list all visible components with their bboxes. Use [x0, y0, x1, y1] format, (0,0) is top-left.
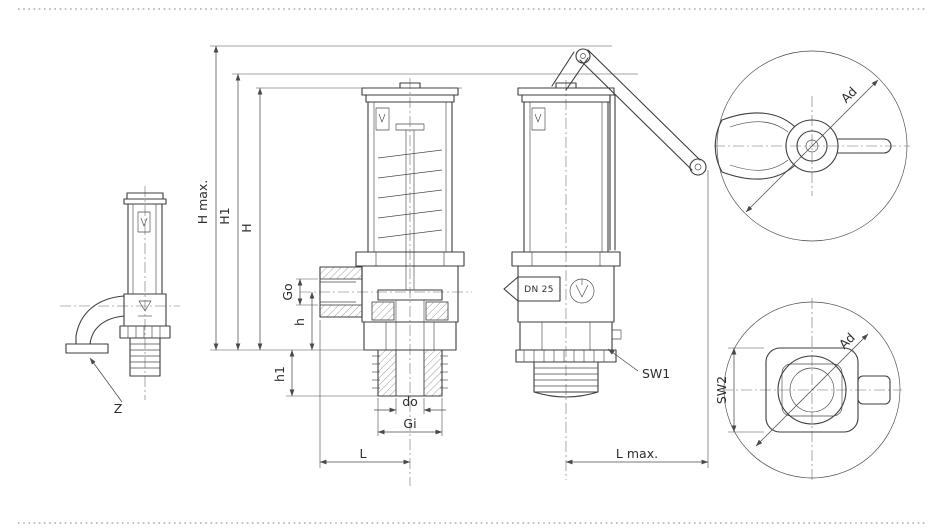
dim-H: H: [239, 87, 263, 351]
spring-plate: [395, 123, 425, 131]
outlet-wall-bottom: [319, 304, 363, 318]
thread-end: [533, 391, 599, 398]
lever-pivot: [575, 48, 591, 64]
dim-label-gi: Gi: [403, 416, 416, 431]
dim-label-z: Z: [114, 401, 123, 416]
seat-section-right: [425, 301, 449, 321]
thread-wall-left: [377, 349, 397, 397]
lever-view: DN 25 SW1 L max.: [503, 48, 709, 480]
seat-section-left: [371, 301, 395, 321]
dim-label-ad-bottom: Ad: [836, 330, 858, 352]
elbow-flange: [65, 343, 109, 354]
dim-label-do: do: [402, 394, 418, 409]
dim-label-sw1: SW1: [642, 366, 670, 381]
dim-label-sw2: SW2: [714, 376, 729, 404]
dim-h1: h1: [272, 349, 295, 397]
dim-z: Z: [89, 357, 123, 416]
flow-direction-marker: DN 25: [503, 276, 561, 302]
sw1-leader-line: [607, 348, 639, 372]
cert-mark-icon: [569, 278, 595, 304]
brand-mark-icon: [534, 113, 542, 123]
dim-H1: H1: [217, 73, 241, 351]
lever-eyelet: [689, 158, 707, 176]
dim-SW2: SW2: [714, 347, 764, 433]
dim-Ad-bottom: Ad: [755, 330, 869, 447]
elbow-outlet-outer: [75, 295, 125, 345]
dim-label-h-cap: H: [239, 223, 254, 232]
dim-do: do: [374, 394, 446, 414]
lever-fork-end: [714, 119, 723, 173]
brand-mark-icon: [140, 217, 148, 227]
lever-bracket: [551, 51, 575, 87]
dimensions-left-stack: H max. H1 H Go h h1 do: [195, 45, 638, 468]
dim-label-h-small: h: [292, 318, 307, 326]
spring-coil: [377, 149, 443, 159]
thread-wall-right: [423, 349, 443, 397]
dim-label-h1-cap: H1: [217, 207, 232, 224]
lever-fork-outer-top: [721, 112, 795, 127]
side-view: Z: [60, 186, 180, 416]
flow-flag-outline: [503, 276, 561, 302]
detail-top-view: Ad: [714, 50, 910, 242]
dim-label-go: Go: [280, 283, 295, 300]
dim-L-max: L max.: [565, 170, 709, 468]
brand-label: [375, 107, 390, 131]
dn-size-label: DN 25: [524, 285, 553, 295]
dim-label-l: L: [360, 446, 367, 461]
inlet-thread: [129, 337, 161, 377]
dim-Gi: Gi: [377, 398, 443, 436]
dim-label-h-max: H max.: [195, 180, 210, 225]
dim-SW1: SW1: [607, 348, 670, 381]
detail-bottom-view: SW2 Ad: [714, 298, 902, 482]
inlet-thread: [533, 361, 599, 393]
lifting-lever: [587, 49, 701, 161]
dim-L: L: [319, 320, 411, 468]
valve-disc: [377, 289, 443, 301]
dim-h: h: [292, 291, 315, 351]
dim-H-max: H max.: [195, 45, 219, 351]
z-leader-line: [89, 357, 123, 403]
lever-fork-outer-bottom: [721, 165, 795, 180]
brand-label: [137, 211, 151, 233]
sectional-view: [300, 78, 472, 486]
brand-mark-icon: [378, 113, 386, 123]
dim-label-ad-top: Ad: [838, 84, 860, 106]
elbow-outlet-inner: [89, 315, 125, 345]
dim-Go: Go: [280, 278, 318, 306]
outlet-wall-top: [319, 266, 363, 280]
drain-plug: [611, 329, 622, 340]
dim-label-l-max: L max.: [616, 446, 658, 461]
dim-label-h1-small: h1: [272, 366, 287, 382]
flow-arrow-icon: [138, 300, 152, 312]
brand-label: [531, 107, 546, 131]
